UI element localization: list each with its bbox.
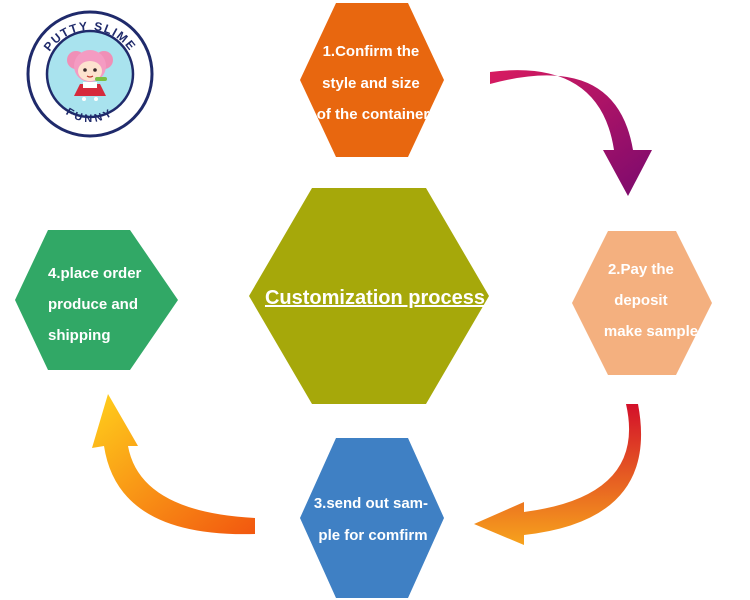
step1-hexagon: 1.Confirm the style and size of the cont… xyxy=(300,3,444,157)
step2-text: 2.Pay the deposit make sample xyxy=(604,261,698,340)
step3-line-1: 3.send out sam- xyxy=(314,495,428,512)
step4-hexagon: 4.place order produce and shipping xyxy=(15,230,178,370)
step1-line-2: style and size xyxy=(322,75,420,92)
step2-line-1: 2.Pay the xyxy=(608,261,674,278)
center-title: Customization process xyxy=(265,287,485,309)
brand-logo: PUTTY SLIME FUNNY xyxy=(26,10,154,138)
step4-text: 4.place order produce and shipping xyxy=(48,265,146,344)
step4-line-1: 4.place order xyxy=(48,265,142,282)
step3-hexagon: 3.send out sam- ple for comfirm xyxy=(300,438,444,598)
step1-line-1: 1.Confirm the xyxy=(323,43,420,60)
arrow-step1-to-step2 xyxy=(490,70,652,196)
step2-line-2: deposit xyxy=(614,292,667,309)
step2-line-3: make sample xyxy=(604,323,698,340)
center-hexagon: Customization process xyxy=(249,188,489,404)
step2-hexagon: 2.Pay the deposit make sample xyxy=(572,231,712,375)
step1-text: 1.Confirm the style and size of the cont… xyxy=(317,43,430,123)
step1-line-3: of the container xyxy=(317,106,430,123)
step3-line-2: ple for comfirm xyxy=(318,527,427,544)
step4-line-3: shipping xyxy=(48,327,111,344)
step3-text: 3.send out sam- ple for comfirm xyxy=(314,495,432,544)
arrow-step3-to-step4 xyxy=(92,394,255,535)
arrow-step2-to-step3 xyxy=(474,404,642,545)
step4-line-2: produce and xyxy=(48,296,138,313)
girl-mascot-icon xyxy=(67,50,113,101)
